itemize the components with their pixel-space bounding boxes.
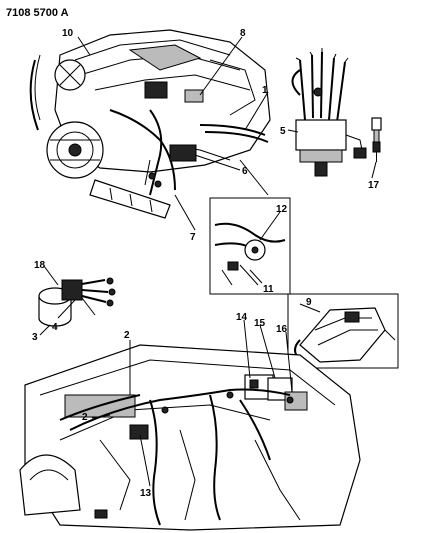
inset-box-sensor bbox=[209, 197, 291, 295]
callout-10: 10 bbox=[62, 28, 74, 39]
figure-code: 7108 5700 A bbox=[6, 7, 69, 19]
ignition-coil bbox=[38, 277, 116, 327]
spark-plug bbox=[371, 117, 382, 162]
distributor-assembly bbox=[291, 48, 367, 177]
callout-7: 7 bbox=[190, 232, 196, 243]
callout-8: 8 bbox=[240, 28, 246, 39]
callout-16: 16 bbox=[276, 324, 288, 335]
callout-2b: 2 bbox=[82, 412, 88, 423]
leader-lines bbox=[39, 36, 377, 487]
sensor-detail bbox=[214, 222, 286, 286]
callout-12: 12 bbox=[276, 204, 288, 215]
callout-18: 18 bbox=[34, 260, 46, 271]
callout-11: 11 bbox=[263, 284, 274, 295]
inset-box-module bbox=[287, 293, 399, 369]
callout-6: 6 bbox=[242, 166, 248, 177]
callout-14: 14 bbox=[236, 312, 248, 323]
callout-2a: 2 bbox=[124, 330, 130, 341]
callout-15: 15 bbox=[254, 318, 266, 329]
engine-assembly bbox=[29, 29, 271, 219]
callout-9: 9 bbox=[306, 297, 312, 308]
engine-compartment bbox=[19, 344, 361, 531]
callout-3: 3 bbox=[32, 332, 38, 343]
callout-17: 17 bbox=[368, 180, 380, 191]
callout-4: 4 bbox=[52, 322, 58, 333]
module-detail bbox=[294, 307, 396, 363]
callout-5: 5 bbox=[280, 126, 286, 137]
callout-1: 1 bbox=[262, 85, 268, 96]
callout-labels: 1 2 2 3 4 5 6 7 8 9 10 11 12 13 14 15 16… bbox=[32, 28, 380, 499]
callout-13: 13 bbox=[140, 488, 152, 499]
